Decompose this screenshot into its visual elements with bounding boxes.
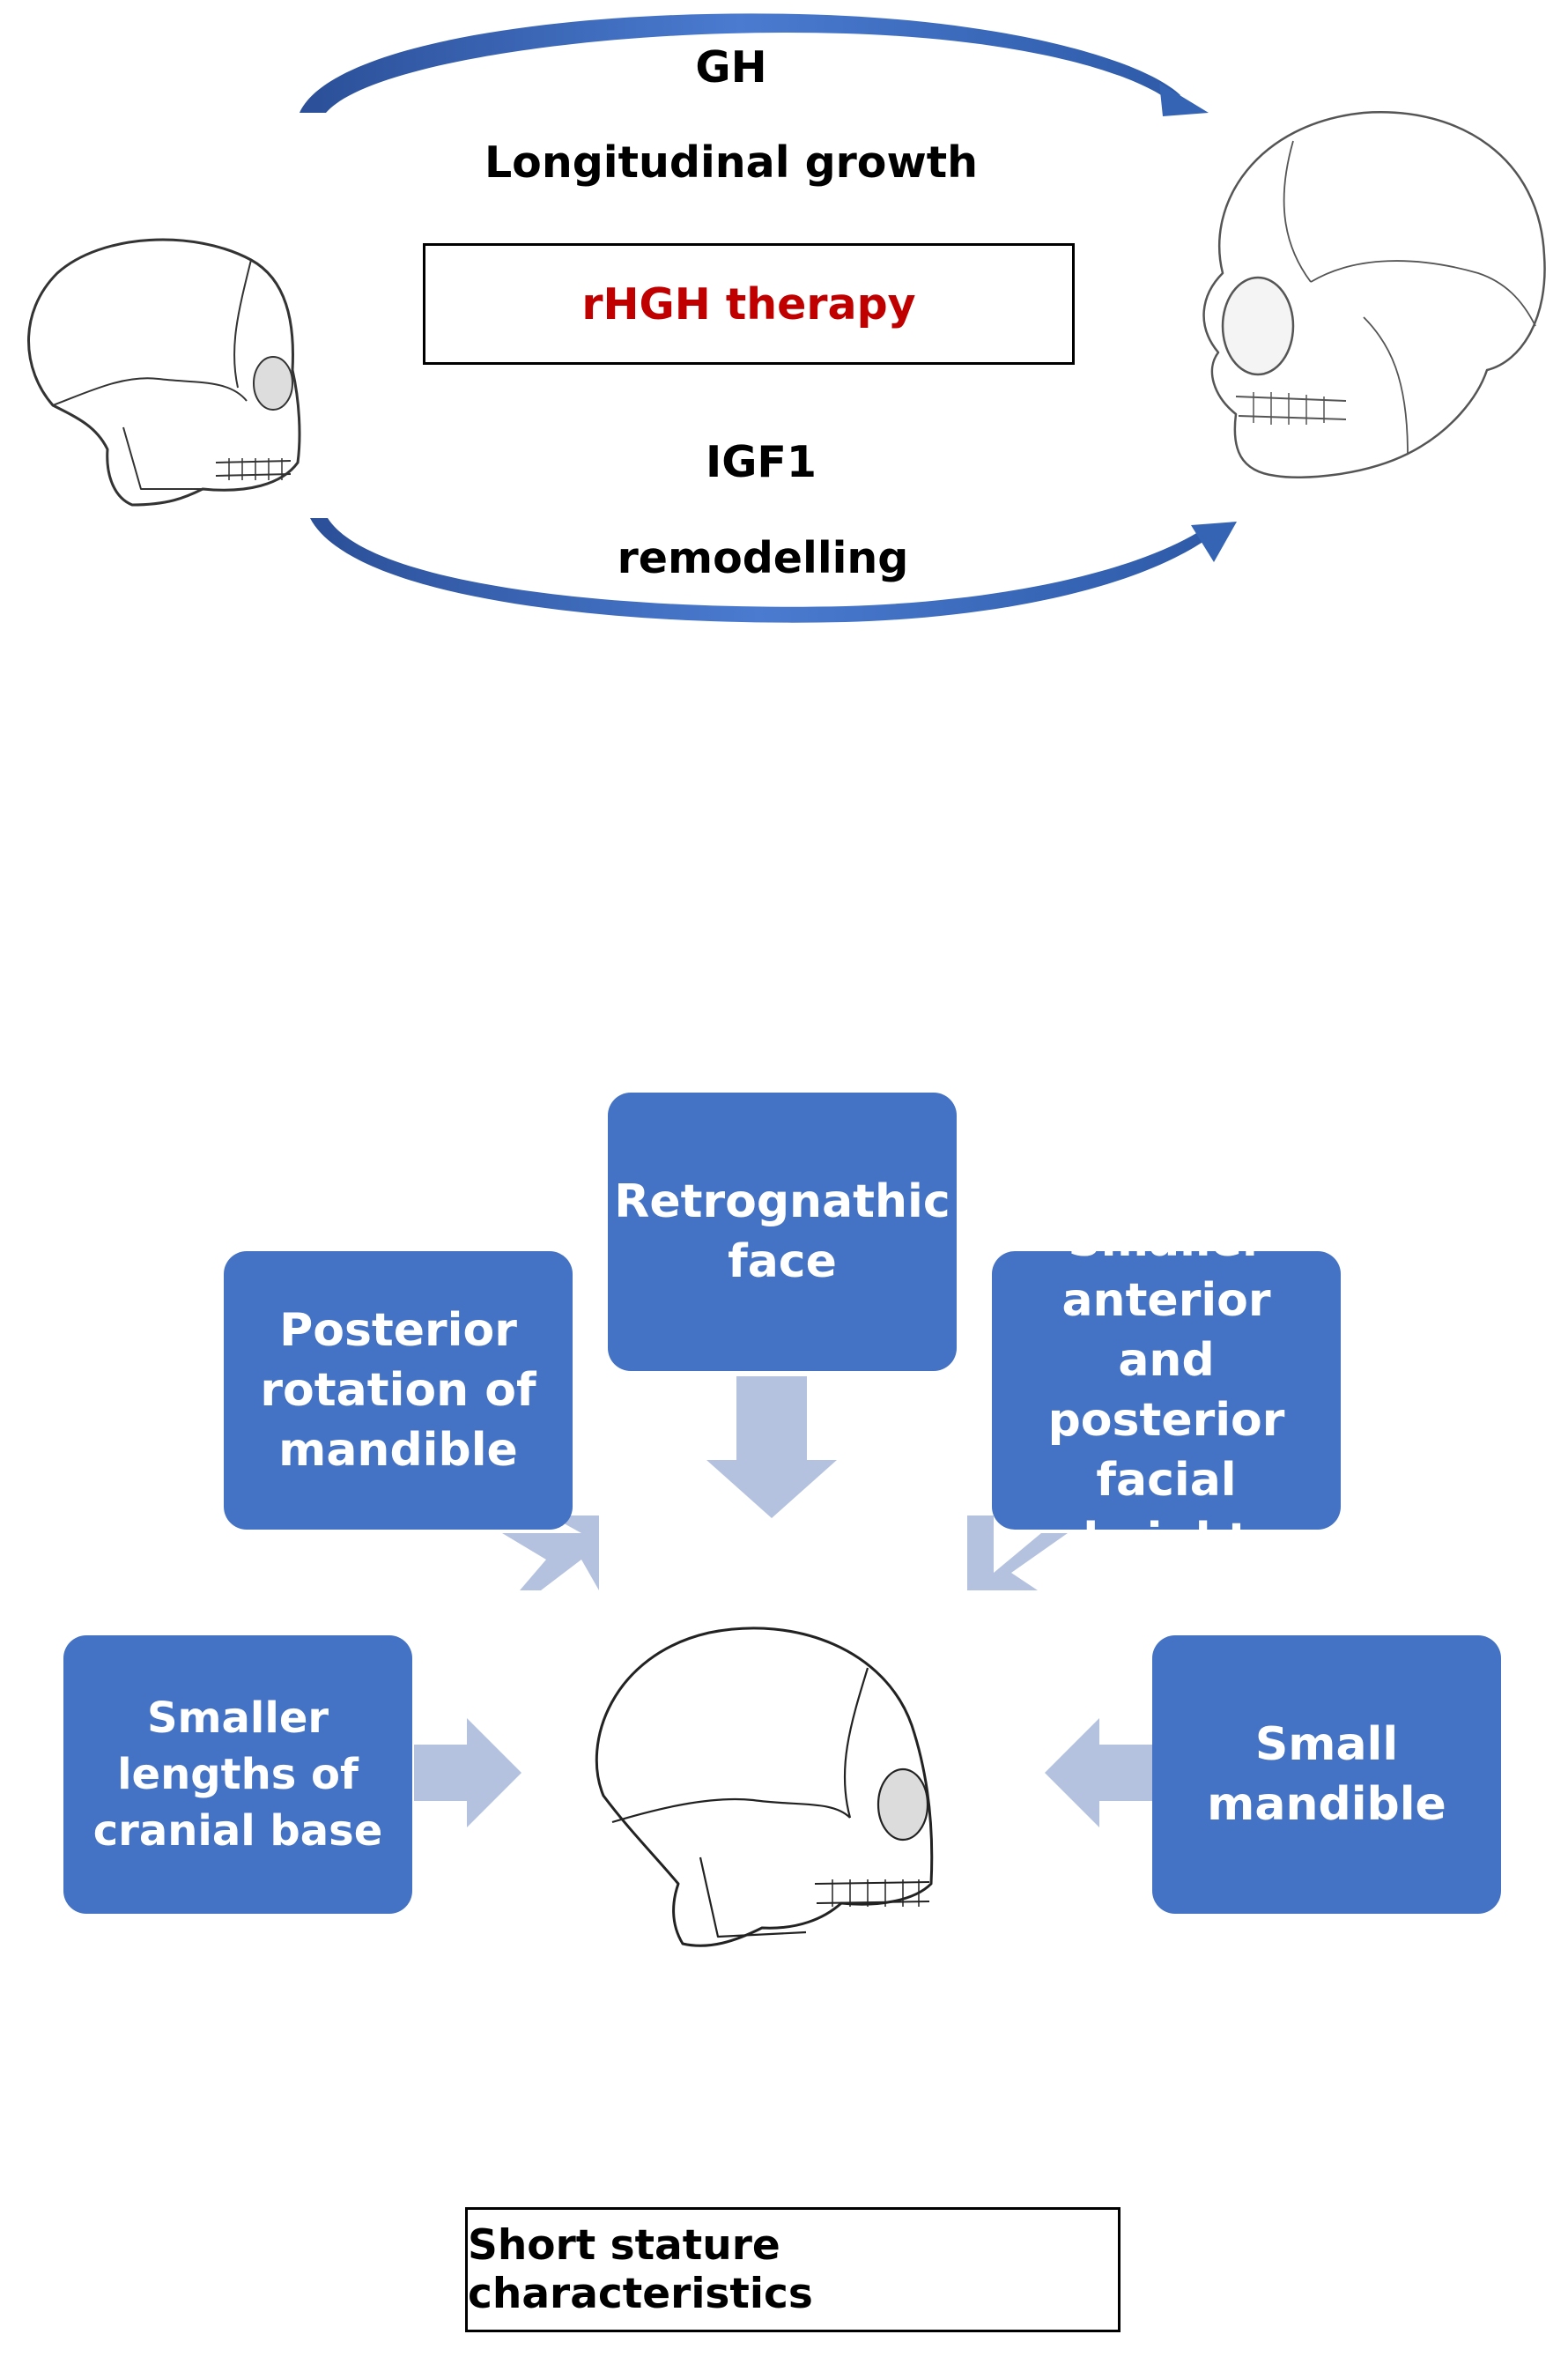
box-small-mandible: Small mandible bbox=[1152, 1635, 1501, 1914]
arrow-left bbox=[1045, 1718, 1152, 1827]
box-cranial-base: Smaller lengths of cranial base bbox=[63, 1635, 412, 1914]
box-posterior-rotation: Posterior rotation of mandible bbox=[224, 1251, 573, 1530]
box-facial-height: Smaller anterior and posterior facial he… bbox=[992, 1214, 1341, 1567]
caption-box: Short stature characteristics bbox=[465, 2207, 1121, 2332]
remodelling-label: remodelling bbox=[617, 533, 909, 583]
upper-curved-arrow bbox=[300, 13, 1209, 116]
skull-small-icon bbox=[27, 238, 301, 507]
arrow-down bbox=[706, 1376, 837, 1518]
arrow-diagonal-left bbox=[502, 1515, 599, 1590]
arrow-right bbox=[414, 1718, 521, 1827]
box-facial-height-label: Smaller anterior and posterior facial he… bbox=[1047, 1214, 1285, 1567]
box-cranial-base-label: Smaller lengths of cranial base bbox=[92, 1693, 383, 1856]
arrow-diagonal-right bbox=[967, 1515, 1068, 1590]
box-posterior-rotation-label: Posterior rotation of mandible bbox=[260, 1304, 536, 1477]
therapy-label: rHGH therapy bbox=[581, 278, 916, 330]
gh-label: GH bbox=[695, 42, 767, 93]
skull-center-icon bbox=[595, 1627, 934, 1947]
longitudinal-growth-label: Longitudinal growth bbox=[484, 137, 979, 188]
igf1-label: IGF1 bbox=[705, 437, 817, 487]
caption-label: Short stature characteristics bbox=[468, 2221, 813, 2318]
box-retrognathic-face-label: Retrognathic face bbox=[614, 1175, 950, 1288]
lower-curved-arrow bbox=[310, 518, 1237, 623]
skull-large-icon bbox=[1202, 111, 1546, 478]
box-retrognathic-face: Retrognathic face bbox=[608, 1093, 957, 1371]
therapy-box: rHGH therapy bbox=[423, 243, 1075, 365]
box-small-mandible-label: Small mandible bbox=[1207, 1718, 1446, 1831]
